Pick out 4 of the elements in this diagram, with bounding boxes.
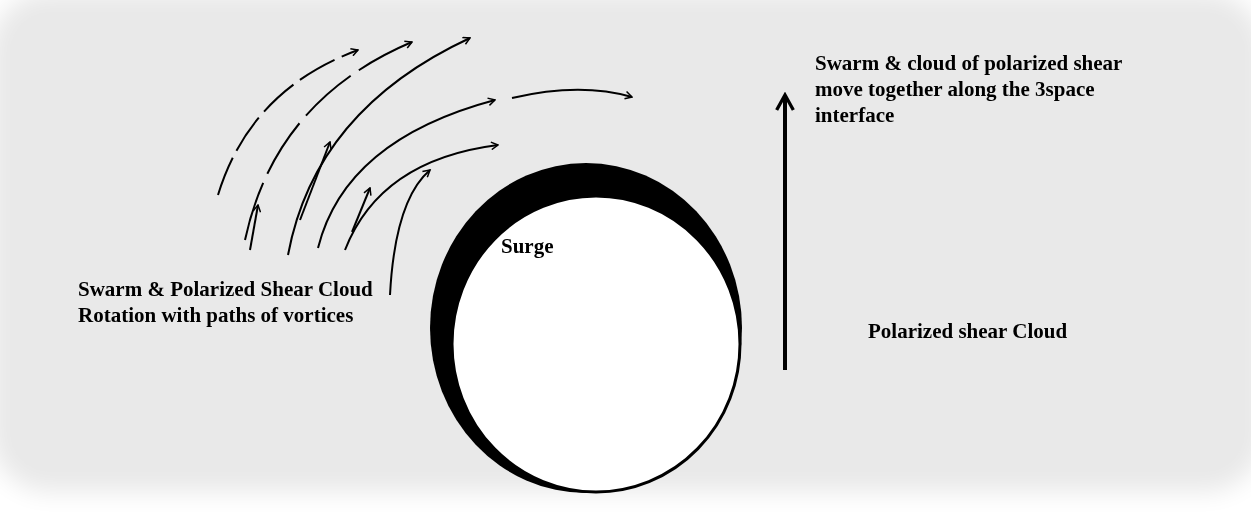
annotation-text: Polarized shear Cloud xyxy=(868,318,1068,344)
annotation-text: Swarm & cloud of polarized shear move together along the 3space interface xyxy=(815,50,1123,128)
annotation-text: Swarm & Polarized Shear Cloud Rotation with paths of vortices xyxy=(78,276,374,328)
node-label: Surge xyxy=(501,233,554,259)
